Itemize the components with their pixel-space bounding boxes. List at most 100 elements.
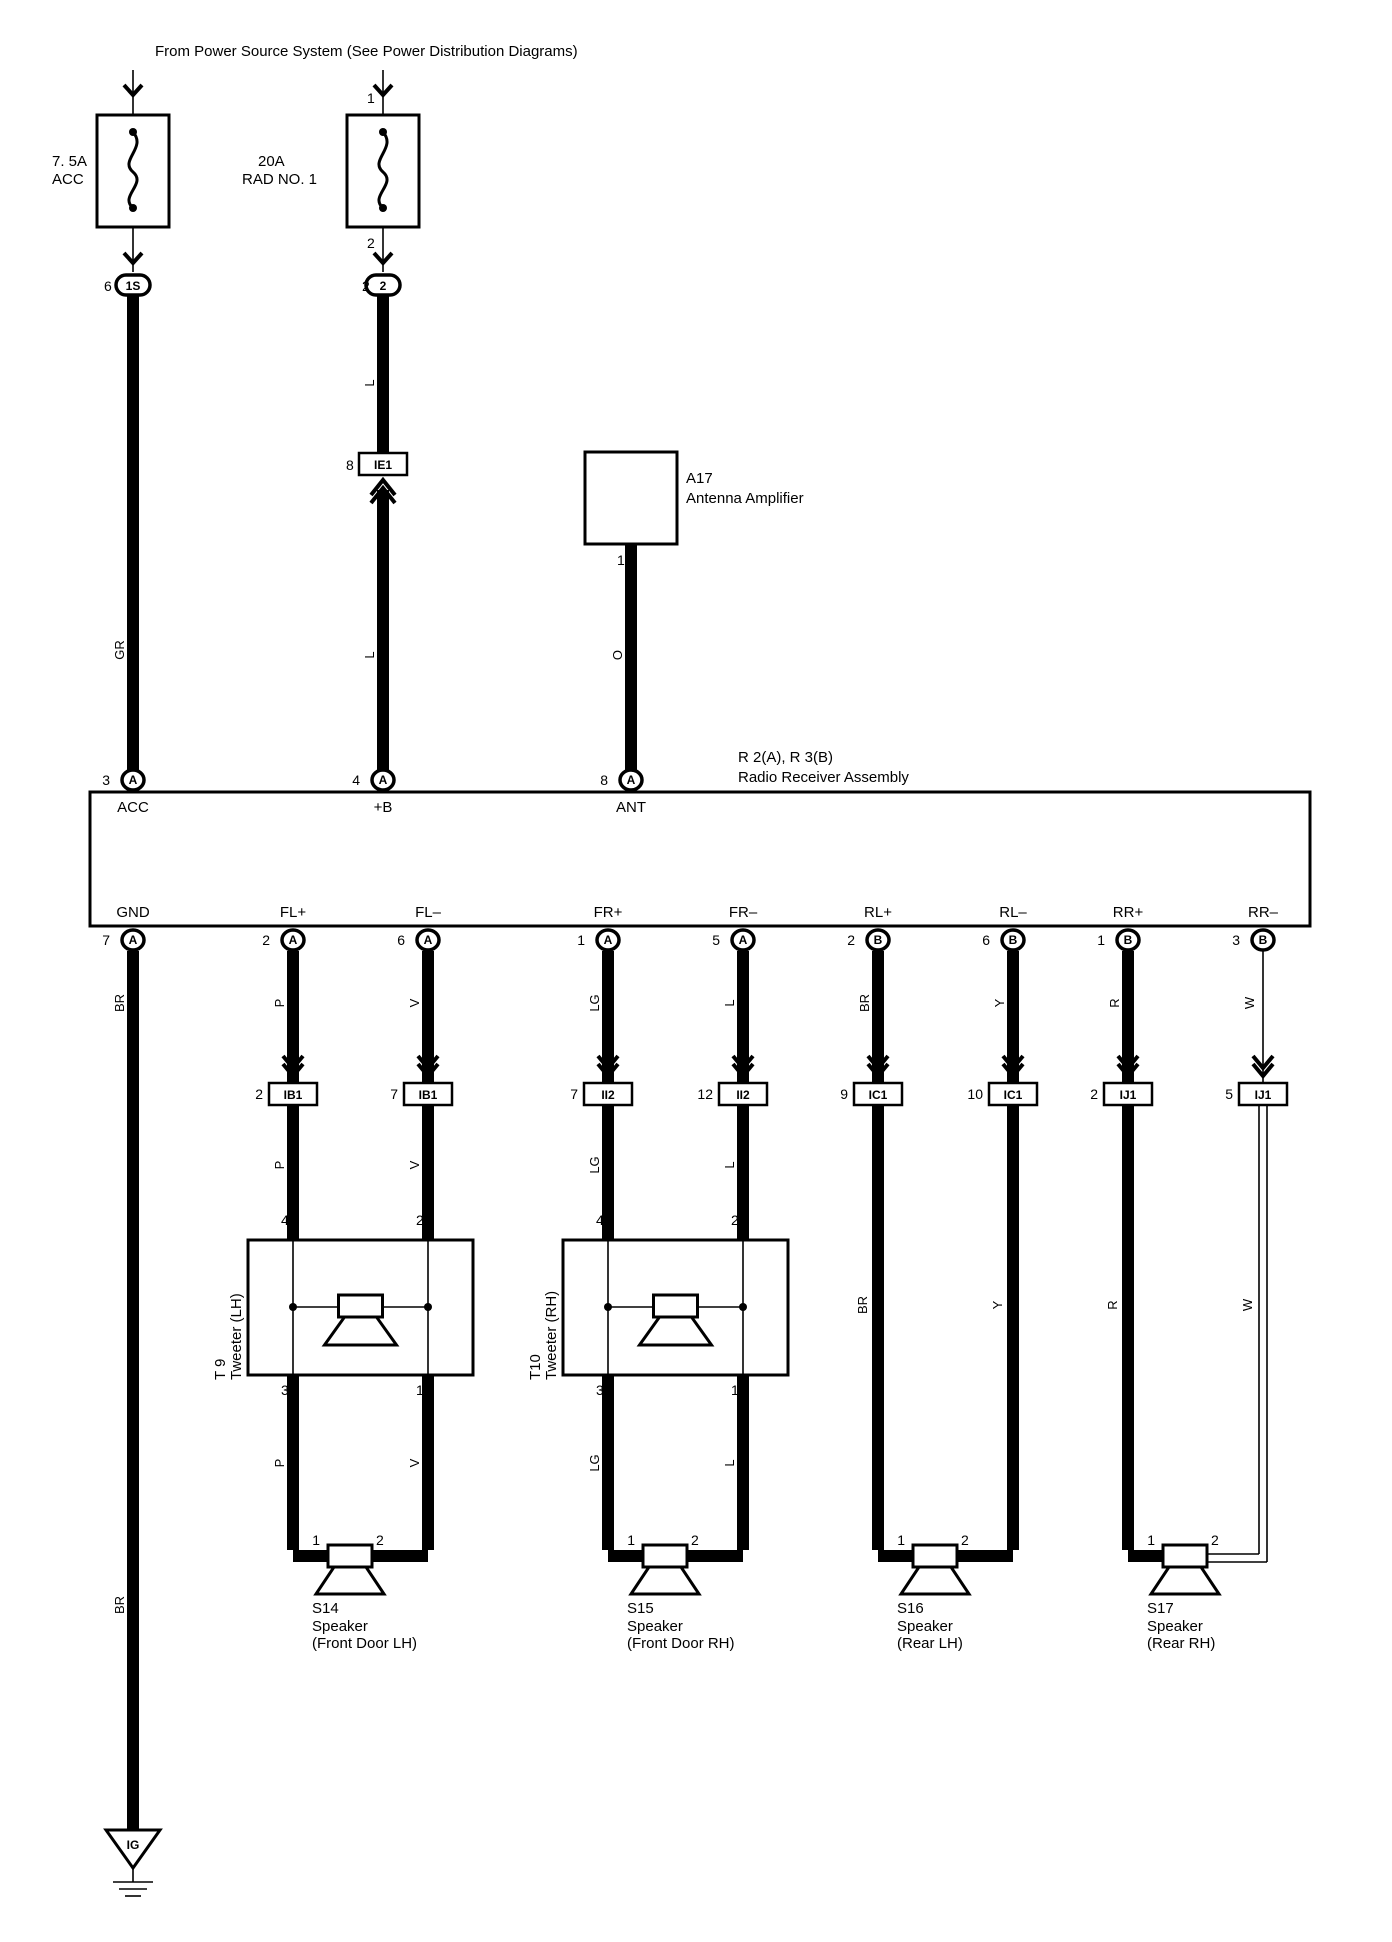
wire-2-color-upper: V [407, 998, 422, 1007]
wire-7-color-upper: R [1107, 998, 1122, 1007]
junction-ie1-pin: 8 [346, 457, 354, 473]
fuse-acc-terminal-bottom [129, 204, 137, 212]
speaker-3-pin-2: 2 [1211, 1532, 1219, 1548]
wire-b-upper-color: L [362, 379, 377, 386]
receiver-bottom-pin-7: 1 [1097, 932, 1105, 948]
speaker-2-location: (Rear LH) [897, 1635, 963, 1652]
junction-4-code: II2 [736, 1088, 750, 1102]
wire-acc-color: GR [112, 640, 127, 660]
tweeter-1-pin-br: 1 [731, 1382, 739, 1398]
tweeter-0-magnet [337, 1293, 384, 1319]
speaker-3-magnet [1161, 1543, 1209, 1569]
tweeter-0-pin-bl: 3 [281, 1382, 289, 1398]
junction-1s-pin: 6 [104, 278, 112, 294]
receiver-bottom-conn-7-letter: B [1124, 933, 1133, 947]
ground-code: IG [127, 1838, 140, 1852]
junction-6-pin: 10 [967, 1086, 983, 1102]
wire-8-color-upper: W [1242, 996, 1257, 1009]
receiver-bottom-conn-3-letter: A [604, 933, 613, 947]
tweeter-0-pin-tl: 4 [281, 1212, 289, 1228]
receiver-bottom-pin-8: 3 [1232, 932, 1240, 948]
speaker-3-name: Speaker [1147, 1618, 1203, 1635]
speaker-2-cone [898, 1565, 972, 1596]
speaker-2-name: Speaker [897, 1618, 953, 1635]
junction-1-code: IB1 [284, 1088, 303, 1102]
junction-1-pin: 2 [255, 1086, 263, 1102]
junction-8-code: IJ1 [1255, 1088, 1272, 1102]
tweeter-1-node-left [604, 1303, 612, 1311]
receiver-bottom-conn-4 [730, 928, 756, 952]
receiver-bottom-conn-0-letter: A [129, 933, 138, 947]
tweeter-1-node-right [739, 1303, 747, 1311]
fuse-acc-name: ACC [52, 171, 84, 188]
wire-2-color-mid: V [407, 1160, 422, 1169]
wire-3-color-lower: LG [587, 1454, 602, 1471]
receiver-top-conn-2 [618, 768, 644, 792]
speaker-1-code: S15 [627, 1600, 654, 1617]
receiver-bottom-conn-5 [865, 928, 891, 952]
junction-ie1-arrow-1 [369, 476, 397, 497]
speaker-3-location: (Rear RH) [1147, 1635, 1215, 1652]
receiver-bottom-conn-4-letter: A [739, 933, 748, 947]
receiver-code: R 2(A), R 3(B) [738, 749, 833, 766]
junction-5-code: IC1 [869, 1088, 888, 1102]
receiver-top-conn-1 [370, 768, 396, 792]
wire-3-color-mid: LG [587, 1156, 602, 1173]
tweeter-1-magnet [652, 1293, 699, 1319]
receiver-bottom-term-3: FR+ [594, 904, 623, 921]
junction-8 [1237, 1081, 1289, 1107]
wire-4-color-lower: L [722, 1459, 737, 1466]
tweeter-1-pin-bl: 3 [596, 1382, 604, 1398]
diagram-geometry [88, 70, 1312, 1897]
power-source-label: From Power Source System (See Power Dist… [155, 43, 578, 60]
fuse-acc-terminal-top [129, 128, 137, 136]
tweeter-1-pin-tl: 4 [596, 1212, 604, 1228]
receiver-bottom-term-8: RR– [1248, 904, 1279, 921]
receiver-top-conn-2-letter: A [627, 773, 636, 787]
wire-4-arrow-1 [731, 1054, 755, 1072]
antenna-name: Antenna Amplifier [686, 490, 804, 507]
wire-4-color-upper: L [722, 999, 737, 1006]
wire-7-arrow-1 [1116, 1054, 1140, 1072]
speaker-0-location: (Front Door LH) [312, 1635, 417, 1652]
speaker-1-location: (Front Door RH) [627, 1635, 735, 1652]
wire-6-color-lower: Y [990, 1300, 1005, 1309]
wire-8-color-lower: W [1240, 1298, 1255, 1311]
speaker-2-magnet [911, 1543, 959, 1569]
tweeter-1-name: Tweeter (RH) [543, 1291, 560, 1380]
receiver-top-term-2: ANT [616, 799, 646, 816]
junction-1s-code: 1S [126, 279, 141, 293]
fuse-acc-out-arrow [122, 251, 144, 266]
junction-2-code: IB1 [419, 1088, 438, 1102]
tweeter-0-node-right [424, 1303, 432, 1311]
receiver-top-conn-1-letter: A [379, 773, 388, 787]
tweeter-1-cone [636, 1315, 715, 1347]
radio-receiver-box [88, 790, 1312, 928]
speaker-2-code: S16 [897, 1600, 924, 1617]
wire-ant-color: O [610, 650, 625, 660]
wire-4-color-mid: L [722, 1161, 737, 1168]
tweeter-1-pin-tr: 2 [731, 1212, 739, 1228]
junction-2-code: 2 [380, 279, 387, 293]
junction-7-pin: 2 [1090, 1086, 1098, 1102]
receiver-bottom-pin-6: 6 [982, 932, 990, 948]
wire-7-color-lower: R [1105, 1300, 1120, 1309]
receiver-top-pin-1: 4 [352, 772, 360, 788]
receiver-bottom-pin-5: 2 [847, 932, 855, 948]
receiver-bottom-term-2: FL– [415, 904, 442, 921]
tweeter-0-name: Tweeter (LH) [228, 1293, 245, 1380]
receiver-bottom-pin-2: 6 [397, 932, 405, 948]
wire-8-arrow-1 [1251, 1054, 1275, 1072]
tweeter-0-pin-br: 1 [416, 1382, 424, 1398]
fuse-rad-pin-in: 1 [367, 90, 375, 106]
speaker-0-cone [313, 1565, 387, 1596]
fuse-acc-feed-arrow [122, 83, 144, 98]
junction-5-pin: 9 [840, 1086, 848, 1102]
receiver-name: Radio Receiver Assembly [738, 769, 909, 786]
tweeter-0-code: T 9 [212, 1359, 229, 1380]
wire-ground-color-lower: BR [112, 1596, 127, 1614]
junction-4-pin: 12 [697, 1086, 713, 1102]
receiver-bottom-term-7: RR+ [1113, 904, 1144, 921]
receiver-bottom-conn-8 [1250, 928, 1276, 952]
